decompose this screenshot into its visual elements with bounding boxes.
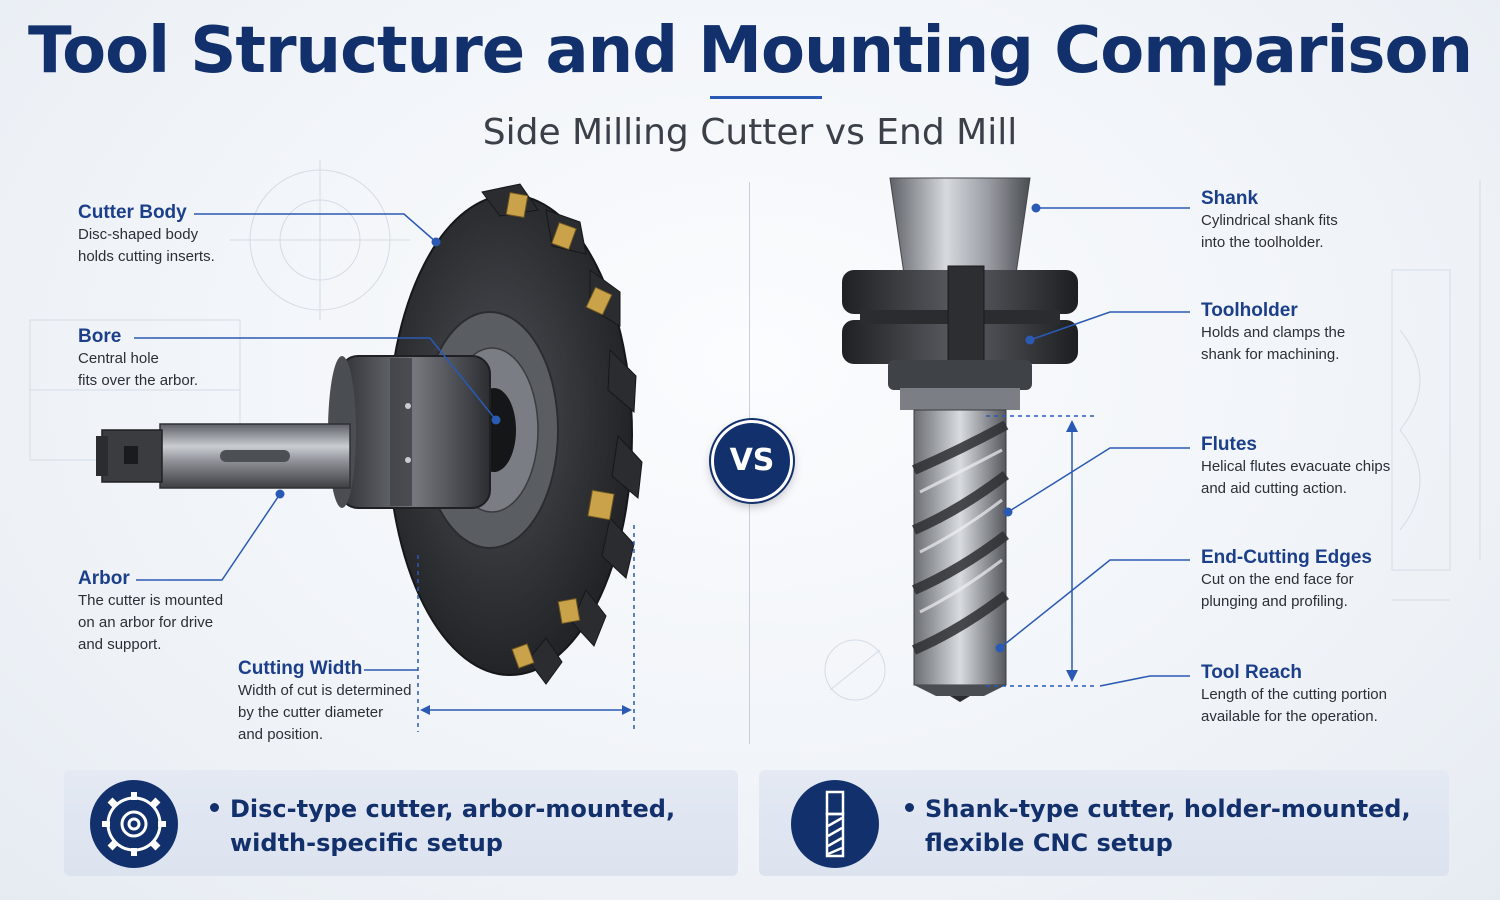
- callout-cutting-width: Cutting Width Width of cut is determined…: [238, 658, 411, 746]
- callout-title: Shank: [1201, 188, 1259, 209]
- callout-desc-line: Central hole: [78, 350, 159, 367]
- summary-text-end-mill: Shank-type cutter, holder-mounted, flexi…: [925, 792, 1411, 860]
- side-mill-callout-lines: [134, 213, 635, 732]
- callout-title: Cutter Body: [78, 202, 187, 223]
- callout-desc-line: fits over the arbor.: [78, 372, 199, 389]
- callout-cutter-body: Cutter Body Disc-shaped body holds cutti…: [78, 202, 215, 268]
- callout-desc-line: and support.: [78, 636, 162, 653]
- callout-title: Tool Reach: [1201, 662, 1302, 683]
- summary-line: Shank-type cutter, holder-mounted,: [925, 795, 1411, 823]
- callout-desc-line: Cylindrical shank fits: [1201, 212, 1338, 229]
- callout-tool-reach: Tool Reach Length of the cutting portion…: [1201, 662, 1387, 728]
- callout-desc-line: available for the operation.: [1201, 708, 1378, 725]
- callout-title: End-Cutting Edges: [1201, 547, 1372, 568]
- callout-title: Flutes: [1201, 434, 1257, 455]
- callout-flutes: Flutes Helical flutes evacuate chips and…: [1201, 434, 1390, 500]
- summary-line: flexible CNC setup: [925, 829, 1173, 857]
- callout-desc-line: and position.: [238, 726, 324, 743]
- callout-desc-line: Width of cut is determined: [238, 682, 412, 699]
- bullet-dot: [905, 803, 914, 812]
- summary-text-side-mill: Disc-type cutter, arbor-mounted, width-s…: [230, 792, 675, 860]
- callout-desc-line: plunging and profiling.: [1201, 593, 1348, 610]
- callout-title: Arbor: [78, 568, 130, 589]
- callout-title: Cutting Width: [238, 658, 363, 679]
- callout-title: Toolholder: [1201, 300, 1298, 321]
- callout-desc-line: by the cutter diameter: [238, 704, 384, 721]
- callout-desc-line: Helical flutes evacuate chips: [1201, 458, 1391, 475]
- callout-desc-line: shank for machining.: [1201, 346, 1340, 363]
- summary-panel-side-mill: Disc-type cutter, arbor-mounted, width-s…: [64, 770, 738, 876]
- bullet-dot: [210, 803, 219, 812]
- side-milling-cutter-illustration: [96, 183, 643, 685]
- callout-desc-line: The cutter is mounted: [78, 592, 224, 609]
- callout-desc-line: and aid cutting action.: [1201, 480, 1347, 497]
- callout-desc-line: Cut on the end face for: [1201, 571, 1354, 588]
- callout-bore: Bore Central hole fits over the arbor.: [78, 326, 198, 392]
- callout-desc-line: into the toolholder.: [1201, 234, 1324, 251]
- summary-panel-end-mill: Shank-type cutter, holder-mounted, flexi…: [759, 770, 1449, 876]
- callout-shank: Shank Cylindrical shank fits into the to…: [1201, 188, 1338, 254]
- callout-desc-line: on an arbor for drive: [78, 614, 214, 631]
- page-subtitle: Side Milling Cutter vs End Mill: [482, 112, 1018, 153]
- callout-title: Bore: [78, 326, 122, 347]
- callout-end-cutting-edges: End-Cutting Edges Cut on the end face fo…: [1201, 547, 1372, 613]
- callout-desc-line: holds cutting inserts.: [78, 248, 215, 265]
- disc-cutter-icon: [90, 780, 178, 868]
- summary-line: Disc-type cutter, arbor-mounted,: [230, 795, 676, 823]
- end-mill-callout-lines: [986, 203, 1190, 687]
- callout-arbor: Arbor The cutter is mounted on an arbor …: [78, 568, 223, 656]
- callout-toolholder: Toolholder Holds and clamps the shank fo…: [1201, 300, 1345, 366]
- callout-desc-line: Holds and clamps the: [1201, 324, 1346, 341]
- title-underline: [710, 96, 822, 99]
- vs-badge: VS: [711, 420, 793, 502]
- end-mill-illustration: [842, 177, 1078, 702]
- callout-desc-line: Length of the cutting portion: [1201, 686, 1387, 703]
- summary-line: width-specific setup: [230, 829, 503, 857]
- end-mill-icon: [791, 780, 879, 868]
- callout-desc-line: Disc-shaped body: [78, 226, 199, 243]
- page-title: Tool Structure and Mounting Comparison: [27, 14, 1473, 88]
